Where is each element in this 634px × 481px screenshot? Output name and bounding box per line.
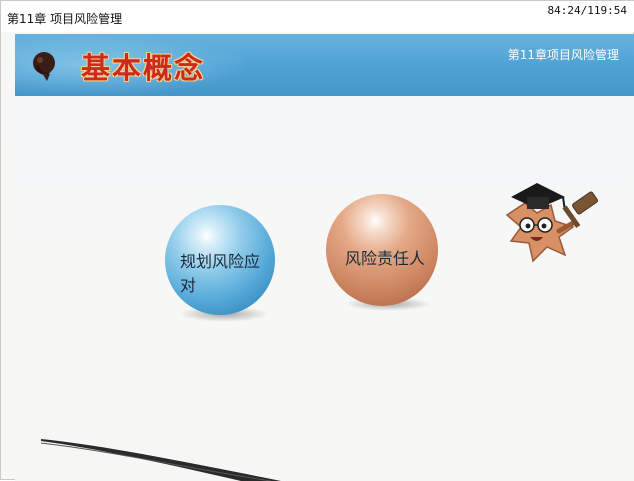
slide-top-strip: 第11章 项目风险管理 84:24/119:54 [1,1,634,32]
decorative-swoosh [41,439,281,481]
sphere-label-plan-risk-response: 规划风险应对 [180,252,261,295]
banner-glow [15,34,255,96]
chapter-title: 第11章 项目风险管理 [7,12,123,26]
title-banner: 基本概念 第11章项目风险管理 [15,34,634,96]
banner-subtitle: 第11章项目风险管理 [507,48,619,62]
sphere-label-risk-owner: 风险责任人 [345,249,426,268]
playback-timer: 84:24/119:54 [547,4,627,17]
sphere-plan-risk-response [165,205,275,315]
decorative-bullet-icon [33,52,55,81]
slide-content-area [15,96,634,481]
banner-title: 基本概念 [81,51,206,85]
graduate-mascot-with-gavel-icon [505,183,598,263]
sphere-risk-owner [326,194,438,306]
